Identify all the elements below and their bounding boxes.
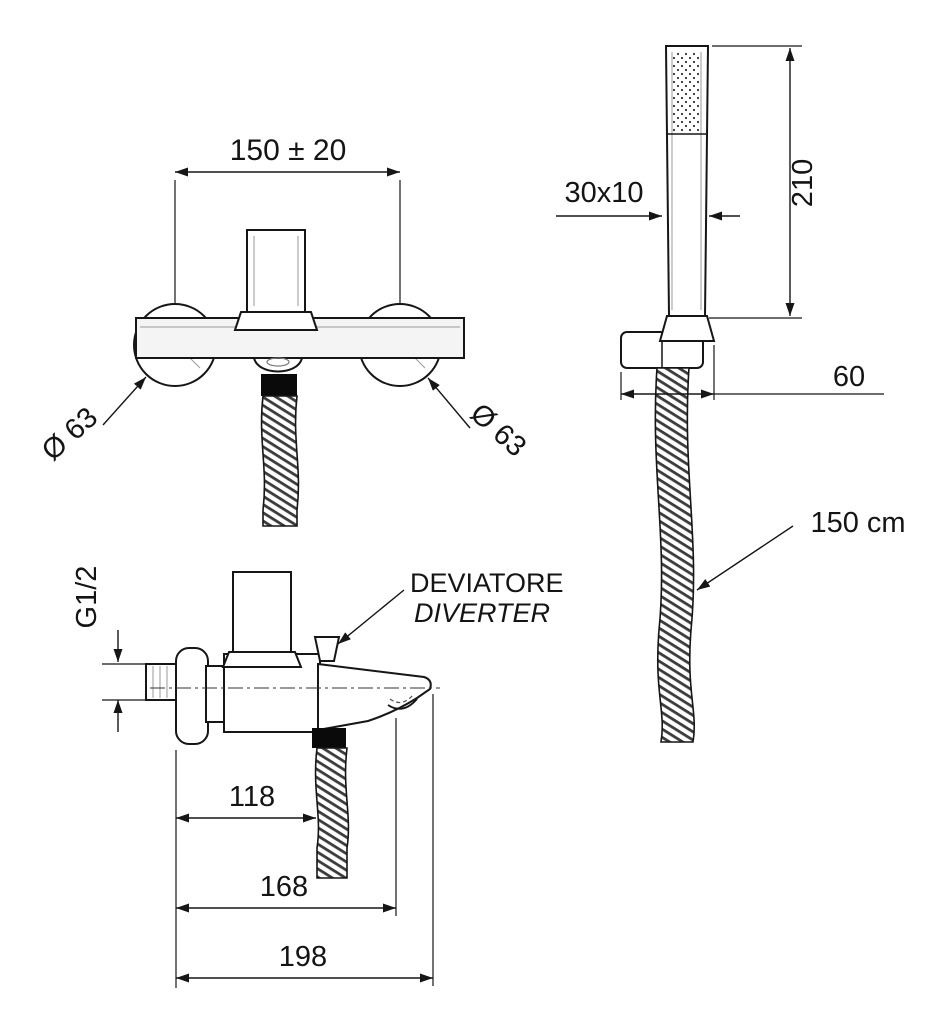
diverter-knob [313,636,341,662]
spout-outlet-hidden-edge [389,693,415,704]
flexible-hose-front [260,395,300,527]
right-flange-leader [427,377,471,429]
diverter-label-english: DIVERTER [414,598,550,628]
total-depth-dimension-label: 198 [279,941,327,973]
handle-base-front [233,311,319,331]
left-flange-leader [102,376,147,426]
spout-outlet [387,698,418,710]
shower-hose [654,367,696,743]
hose-connector-block-side [312,728,346,748]
hose-connector-block [261,374,297,396]
aerator [266,357,290,367]
mixer-side-view: G1/2 DEVIATORE DIVERTER 118 [71,566,564,988]
spout-side [317,662,432,732]
wall-flange-side [175,647,209,745]
hose-length-leader [696,525,794,591]
spout-mouth-front [252,357,304,373]
hand-shower-view: 30x10 210 60 150 cm [556,45,906,743]
front-view: 150 ± 20 Ø 63 Ø 63 [36,134,532,527]
head-section-dimension-label: 30x10 [564,177,643,209]
right-flange-diameter-label: Ø 63 [464,397,532,463]
left-flange-diameter-label: Ø 63 [36,401,104,467]
mixer-handle-side [232,571,292,653]
flexible-hose-side [314,747,350,879]
hose-length-label: 150 cm [810,507,905,539]
spout-reach-dimension-label: 168 [260,871,308,903]
hose-offset-dimension-label: 118 [229,781,275,813]
diverter-label-italian: DEVIATORE [410,568,564,598]
diverter-leader [337,589,405,645]
inlet-nipple [145,663,179,701]
mixer-handle-front [246,229,306,313]
inlet-thread-label: G1/2 [71,566,103,629]
wand-cone [658,315,716,342]
front-width-dimension-label: 150 ± 20 [230,134,347,167]
spray-face-dots [673,52,700,132]
handle-base-side [221,651,303,668]
bracket-depth-dimension-label: 60 [833,361,865,393]
wand-height-dimension-label: 210 [787,159,819,207]
